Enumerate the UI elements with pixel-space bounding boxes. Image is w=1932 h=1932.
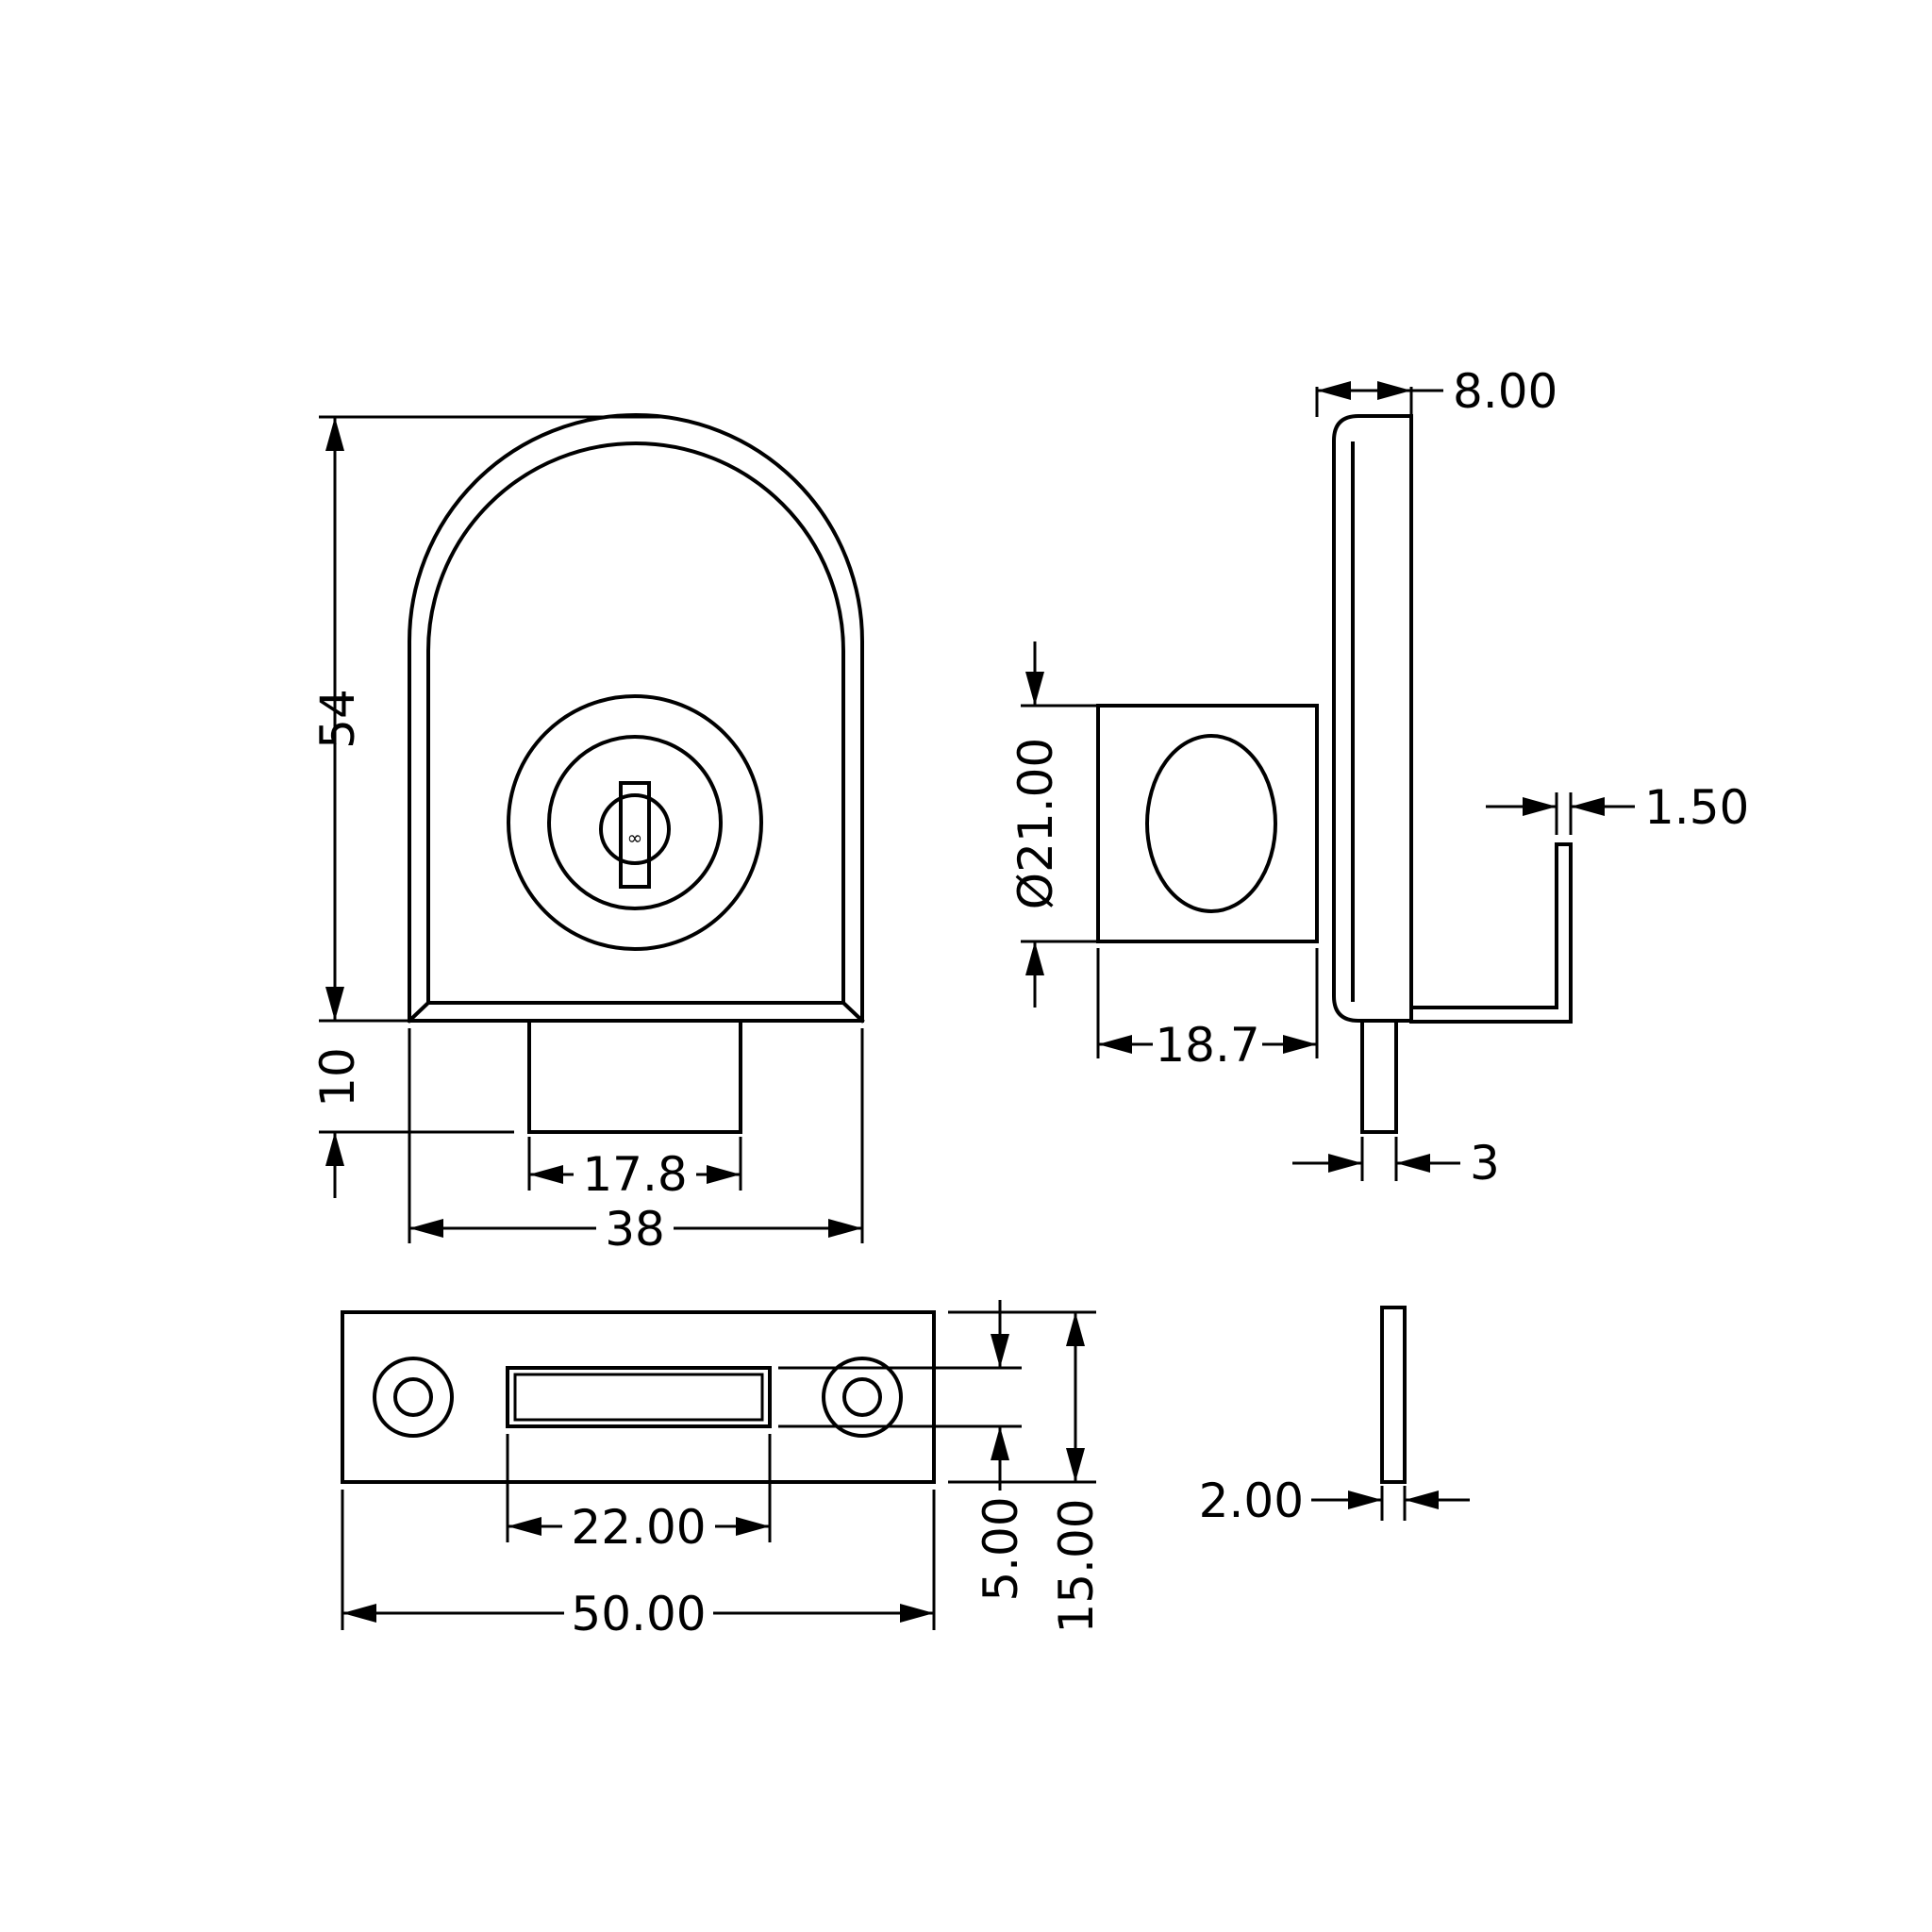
dimension-label-front-width: 38 [605, 1202, 665, 1257]
side-cylinder-body [1096, 704, 1319, 943]
screw-hole-left-inner [393, 1377, 433, 1417]
front-plug-outline [527, 1019, 742, 1134]
dimension-label-front-height: 54 [310, 689, 365, 749]
strike-slot-outer [506, 1366, 772, 1428]
side-hook [1409, 842, 1573, 1024]
front-body-bevel-right [841, 1000, 865, 1024]
dimension-label-plate-thickness: 2.00 [1199, 1474, 1304, 1528]
dimension-label-side-thickness: 8.00 [1453, 364, 1557, 419]
dimension-label-plate-width: 50.00 [571, 1587, 706, 1641]
strike-plate-outline [341, 1310, 936, 1484]
dimension-label-cylinder-length: 18.7 [1155, 1018, 1259, 1073]
dimension-label-plate-height: 15.00 [1049, 1498, 1104, 1633]
dimension-label-plug-width: 17.8 [582, 1147, 687, 1202]
front-view: ∞ [407, 413, 865, 1134]
front-body-inner-outline [426, 441, 845, 1005]
dimension-label-slot-height: 5.00 [974, 1496, 1028, 1601]
front-body-bevel-left [407, 1000, 431, 1024]
dimension-label-cylinder-diameter: Ø21.00 [1008, 738, 1063, 910]
screw-hole-left-outer [373, 1357, 454, 1438]
front-view-dimensions: 54 10 17.8 38 [310, 415, 864, 1257]
dimension-label-plug-height: 10 [310, 1047, 365, 1108]
lock-cylinder-inner-ring [547, 735, 723, 910]
side-bolt [1360, 1019, 1398, 1134]
strike-plate-dimensions: 22.00 50.00 5.00 15.00 [341, 1300, 1104, 1641]
dimension-label-slot-width: 22.00 [571, 1500, 706, 1555]
screw-hole-right-inner [842, 1377, 882, 1417]
keyhole-marking: ∞ [627, 826, 643, 849]
dimension-label-hook-width: 1.50 [1644, 780, 1749, 835]
keyhole-plug [599, 793, 671, 865]
front-body-outline [408, 413, 864, 1023]
keyhole-slot [619, 781, 651, 889]
strike-plate-view [341, 1310, 936, 1484]
dimension-label-bolt-width: 3 [1470, 1136, 1500, 1191]
side-view [1096, 414, 1573, 1134]
lock-cylinder-outer-ring [507, 694, 763, 951]
side-cylinder-face [1145, 734, 1277, 913]
strike-plate-side-dimensions: 2.00 [1199, 1474, 1470, 1528]
strike-plate-edge [1380, 1306, 1407, 1484]
screw-hole-right-outer [822, 1357, 903, 1438]
strike-plate-side-view [1380, 1306, 1407, 1484]
strike-slot-inner [513, 1373, 764, 1422]
side-plate-outline [1332, 414, 1413, 1023]
side-view-dimensions: 8.00 Ø21.00 18.7 3 1.50 [1008, 364, 1749, 1191]
